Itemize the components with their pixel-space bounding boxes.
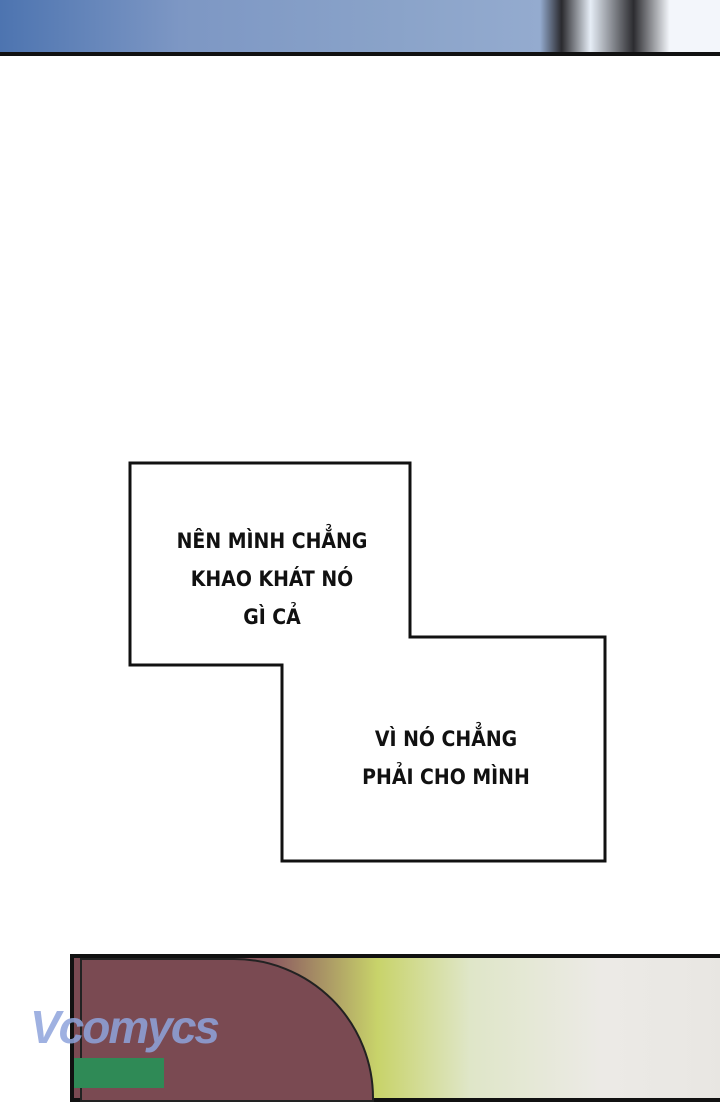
caption-line: NÊN MÌNH CHẲNG <box>176 529 368 553</box>
watermark-logo: Vcomycs <box>30 1001 220 1053</box>
caption-line: KHAO KHÁT NÓ <box>190 567 354 591</box>
top-comic-panel <box>0 0 720 56</box>
caption-line: GÌ CẢ <box>243 605 301 629</box>
caption-line: PHẢI CHO MÌNH <box>362 765 530 789</box>
caption-line: VÌ NÓ CHẲNG <box>374 727 518 751</box>
caption-1: NÊN MÌNH CHẲNG KHAO KHÁT NÓ GÌ CẢ <box>140 521 404 637</box>
character-scarf <box>74 1058 164 1088</box>
caption-2: VÌ NÓ CHẲNG PHẢI CHO MÌNH <box>310 720 582 796</box>
